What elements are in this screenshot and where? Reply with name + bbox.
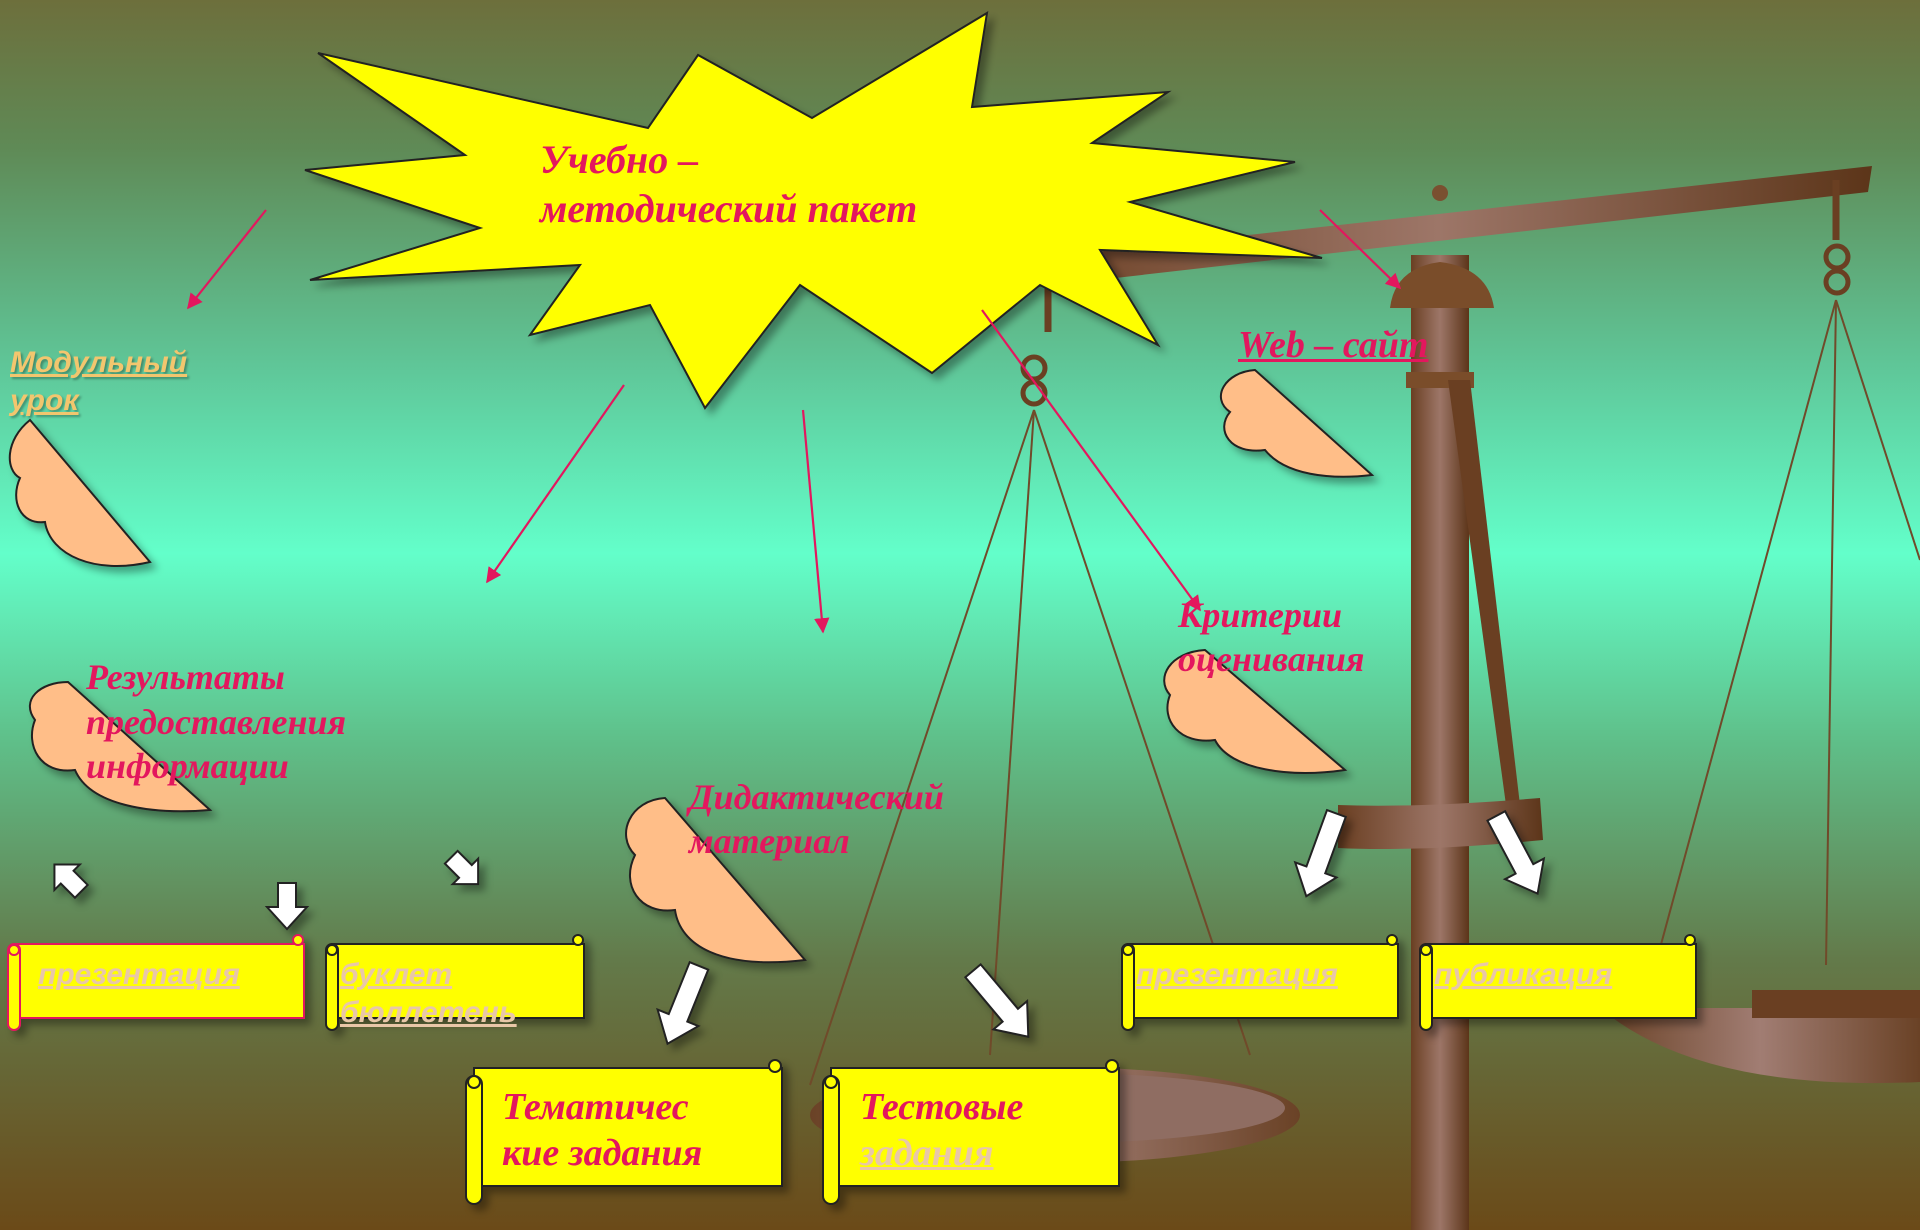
thematic-line-2: кие задания: [502, 1130, 702, 1176]
modular-lesson-link[interactable]: Модульный урок: [10, 344, 187, 419]
booklet-line-2: бюллетень: [340, 994, 517, 1032]
criteria-label: Критерии оценивания: [1178, 594, 1364, 682]
didactic-line-1: Дидактический: [689, 776, 944, 820]
presentation-2-link[interactable]: презентация: [1136, 956, 1338, 994]
criteria-line-2: оценивания: [1178, 638, 1364, 682]
tests-line-1: Тестовые: [860, 1084, 1023, 1130]
presentation-1-label: презентация: [38, 958, 240, 991]
website-link[interactable]: Web – сайт: [1238, 322, 1428, 368]
presentation-1-link[interactable]: презентация: [38, 956, 240, 994]
title-line-1: Учебно –: [540, 136, 917, 185]
modular-lesson-line-1: Модульный: [10, 344, 187, 382]
arrow-to-didactic: [803, 410, 823, 632]
title-text: Учебно – методический пакет: [540, 136, 917, 234]
modular-lesson-line-2: урок: [10, 382, 187, 420]
block-arrow-4: [647, 958, 719, 1052]
criteria-line-1: Критерии: [1178, 594, 1364, 638]
results-line-2: предоставления: [86, 700, 346, 745]
thematic-line-1: Тематичес: [502, 1084, 702, 1130]
arrow-to-modular-lesson: [188, 210, 266, 308]
arrow-to-criteria: [982, 310, 1200, 610]
booklet-line-1: буклет: [340, 956, 517, 994]
cloud-website: [1221, 370, 1372, 477]
presentation-2-label: презентация: [1136, 958, 1338, 991]
block-arrow-2: [267, 883, 307, 929]
results-line-3: информации: [86, 744, 346, 789]
tests-line-2-link[interactable]: задания: [860, 1130, 1023, 1176]
results-label: Результаты предоставления информации: [86, 655, 346, 789]
arrow-to-results: [487, 385, 624, 582]
block-arrow-1: [42, 852, 94, 904]
tests-label: Тестовые задания: [860, 1084, 1023, 1177]
website-label: Web – сайт: [1238, 324, 1428, 366]
publication-label: публикация: [1434, 958, 1612, 991]
thematic-tasks-label: Тематичес кие задания: [502, 1084, 702, 1177]
cloud-modular-lesson: [10, 420, 150, 566]
didactic-line-2: материал: [689, 820, 944, 864]
results-line-1: Результаты: [86, 655, 346, 700]
block-arrow-3: [439, 845, 491, 897]
booklet-link[interactable]: буклет бюллетень: [340, 956, 517, 1031]
block-arrow-5: [956, 957, 1045, 1051]
title-line-2: методический пакет: [540, 185, 917, 234]
publication-link[interactable]: публикация: [1434, 956, 1612, 994]
didactic-label: Дидактический материал: [689, 776, 944, 864]
